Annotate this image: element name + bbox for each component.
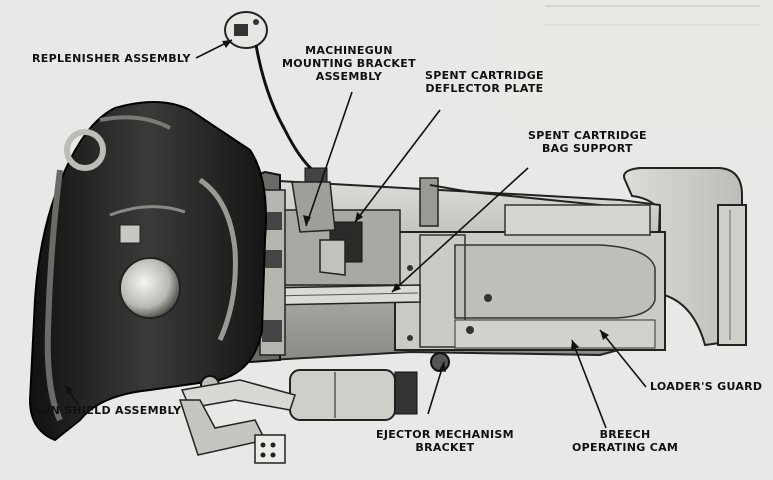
loaders-guard-shape (599, 167, 747, 347)
arrowhead-replenisher (222, 40, 232, 48)
leader-loaders-guard (599, 329, 647, 388)
label-gun-shield-assembly: GUN SHIELD ASSEMBLY (32, 404, 182, 417)
leader-mg-bracket (305, 91, 353, 227)
mg-bracket-shape (291, 181, 346, 276)
arrowhead-loaders-guard (600, 330, 609, 340)
replenisher-shape (224, 11, 328, 185)
label-spent-cartridge-bag-support: SPENT CARTRIDGE BAG SUPPORT (528, 129, 647, 155)
arrowhead-ejector (439, 362, 446, 372)
label-replenisher-assembly: REPLENISHER ASSEMBLY (32, 52, 191, 65)
label-machinegun-mounting-bracket: MACHINEGUN MOUNTING BRACKET ASSEMBLY (282, 44, 416, 83)
arrowhead-breech-cam (571, 340, 579, 350)
leader-bag-support (391, 167, 529, 293)
label-breech-operating-cam: BREECH OPERATING CAM (572, 428, 679, 454)
label-loaders-guard: LOADER'S GUARD (650, 380, 763, 393)
leader-breech-cam (571, 339, 607, 429)
arrowhead-bag-support (392, 283, 401, 292)
label-spent-cartridge-deflector-plate: SPENT CARTRIDGE DEFLECTOR PLATE (425, 69, 544, 95)
arrowhead-mg-bracket (303, 215, 311, 226)
leader-lines (64, 39, 647, 429)
arrowhead-deflector (355, 212, 363, 222)
gun-shield-shape (28, 100, 267, 442)
leader-deflector (354, 109, 441, 223)
arrowhead-gun-shield (65, 385, 73, 394)
label-ejector-mechanism-bracket: EJECTOR MECHANISM BRACKET (376, 428, 514, 454)
recoil-cylinder-shape (178, 352, 450, 464)
